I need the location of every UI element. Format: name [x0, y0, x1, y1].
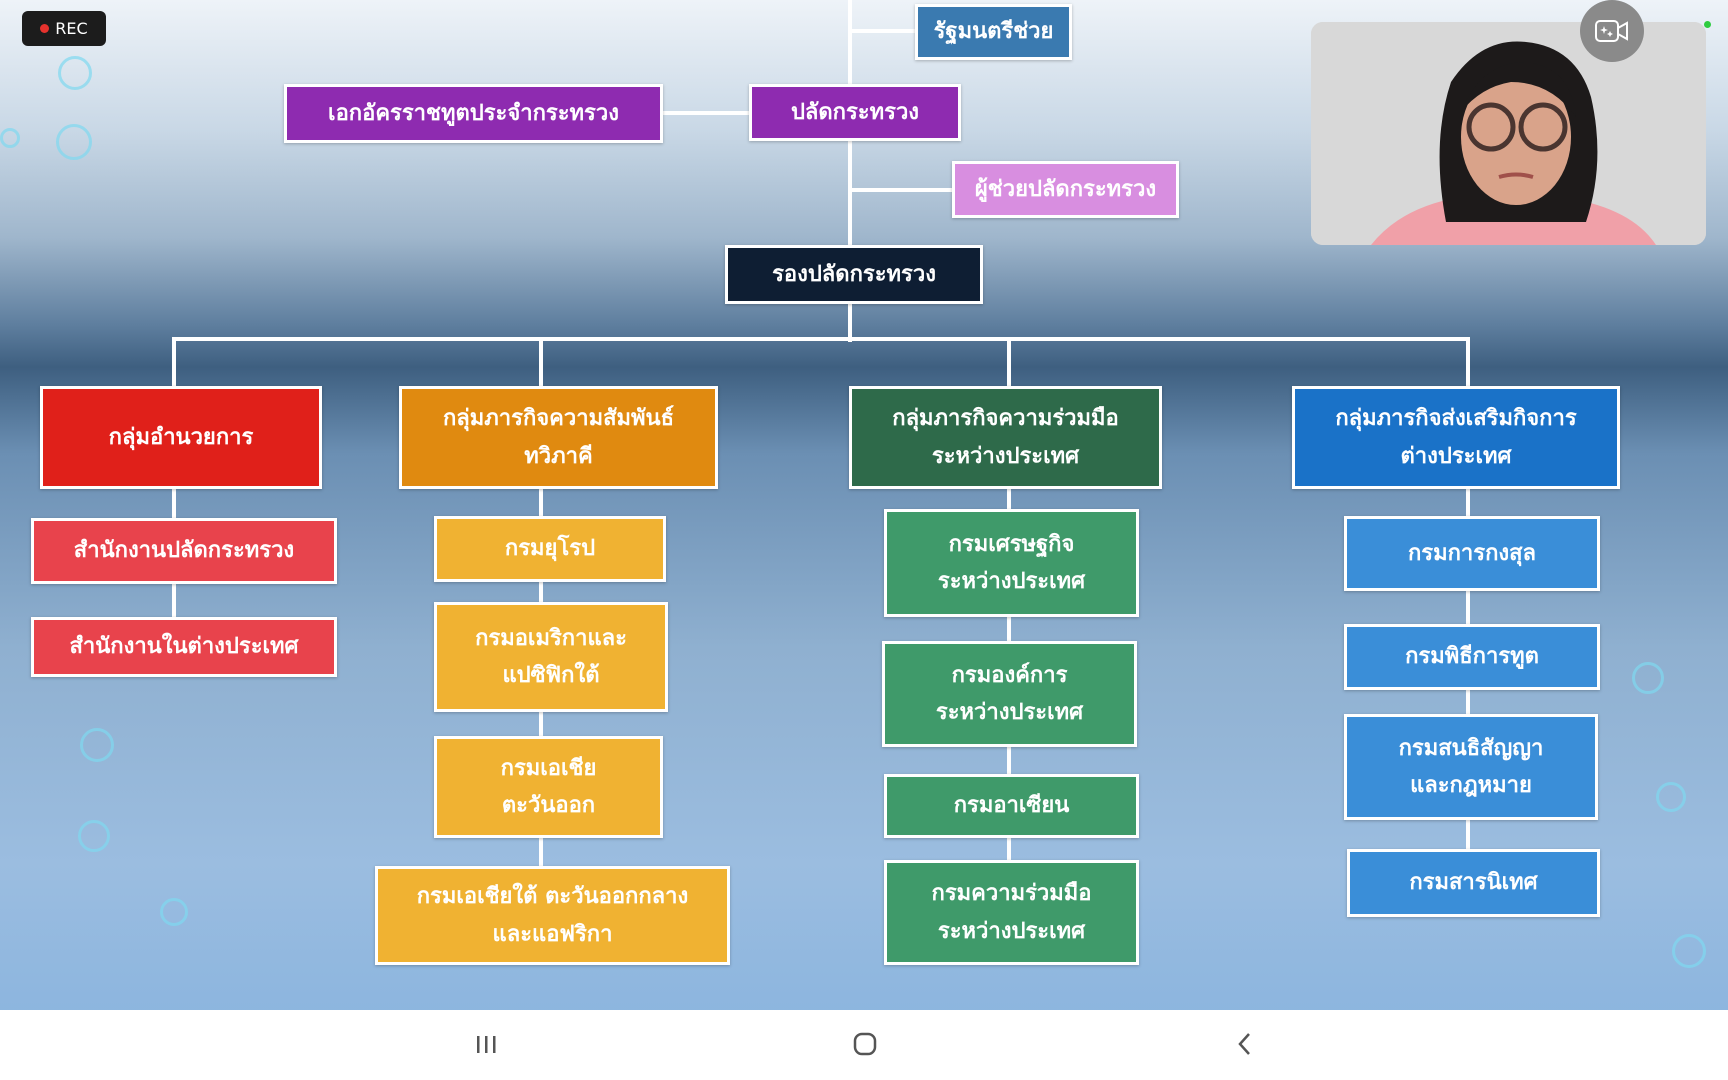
dept-south-asia-middle-east-africa: กรมเอเชียใต้ ตะวันออกกลางและแอฟริกา — [375, 866, 730, 965]
recording-label: REC — [55, 19, 88, 38]
connector — [848, 0, 852, 342]
dept-protocol: กรมพิธีการทูต — [1344, 624, 1600, 690]
status-dot — [1704, 21, 1711, 28]
decorative-circle — [0, 128, 20, 148]
decorative-circle — [160, 898, 188, 926]
deputy-permanent-secretary-box: รองปลัดกระทรวง — [725, 245, 983, 304]
decorative-circle — [80, 728, 114, 762]
recent-apps-icon — [477, 1036, 496, 1053]
decorative-circle — [1632, 662, 1664, 694]
connector — [1466, 337, 1470, 387]
home-button[interactable] — [845, 1027, 885, 1061]
group-bilateral: กลุ่มภารกิจความสัมพันธ์ทวิภาคี — [399, 386, 718, 489]
ambassador-box: เอกอัครราชทูตประจำกระทรวง — [284, 84, 663, 143]
deputy-minister-box: รัฐมนตรีช่วย — [915, 4, 1072, 60]
dept-asean: กรมอาเซียน — [884, 774, 1139, 838]
dept-consular-affairs: กรมการกงสุล — [1344, 516, 1600, 591]
camera-sparkle-icon — [1595, 20, 1628, 42]
permanent-secretary-box: ปลัดกระทรวง — [749, 84, 961, 141]
decorative-circle — [56, 124, 92, 160]
connector — [539, 337, 543, 387]
connector — [852, 188, 952, 192]
dept-east-asia: กรมเอเชียตะวันออก — [434, 736, 663, 838]
participant-image — [1311, 22, 1706, 245]
connector — [852, 29, 916, 33]
navigation-bar — [0, 1010, 1728, 1080]
dept-international-cooperation: กรมความร่วมมือระหว่างประเทศ — [884, 860, 1139, 965]
camera-effects-button[interactable] — [1580, 0, 1644, 62]
assistant-permanent-secretary-box: ผู้ช่วยปลัดกระทรวง — [952, 161, 1179, 218]
decorative-circle — [78, 820, 110, 852]
group-foreign-affairs-promotion: กลุ่มภารกิจส่งเสริมกิจการต่างประเทศ — [1292, 386, 1620, 489]
dept-international-economic: กรมเศรษฐกิจระหว่างประเทศ — [884, 509, 1139, 617]
recording-badge: REC — [22, 11, 106, 46]
group-international-cooperation: กลุ่มภารกิจความร่วมมือระหว่างประเทศ — [849, 386, 1162, 489]
dept-office-permanent-secretary: สำนักงานปลัดกระทรวง — [31, 518, 337, 584]
recent-apps-button[interactable] — [466, 1027, 506, 1061]
dept-americas-south-pacific: กรมอเมริกาและแปซิฟิกใต้ — [434, 602, 668, 712]
dept-europe: กรมยุโรป — [434, 516, 666, 582]
back-chevron-icon — [1238, 1033, 1250, 1055]
record-dot-icon — [40, 24, 50, 33]
back-button[interactable] — [1225, 1027, 1265, 1061]
connector — [1007, 337, 1011, 387]
decorative-circle — [1672, 934, 1706, 968]
home-icon — [853, 1032, 877, 1056]
decorative-circle — [58, 56, 92, 90]
dept-international-organizations: กรมองค์การระหว่างประเทศ — [882, 641, 1137, 747]
participant-video[interactable] — [1311, 22, 1706, 245]
dept-information: กรมสารนิเทศ — [1347, 849, 1600, 917]
dept-treaties-legal-affairs: กรมสนธิสัญญาและกฎหมาย — [1344, 714, 1598, 820]
group-administration: กลุ่มอำนวยการ — [40, 386, 322, 489]
decorative-circle — [1656, 782, 1686, 812]
dept-overseas-offices: สำนักงานในต่างประเทศ — [31, 617, 337, 677]
connector — [172, 337, 176, 387]
connector — [663, 111, 751, 115]
connector — [172, 337, 1470, 341]
